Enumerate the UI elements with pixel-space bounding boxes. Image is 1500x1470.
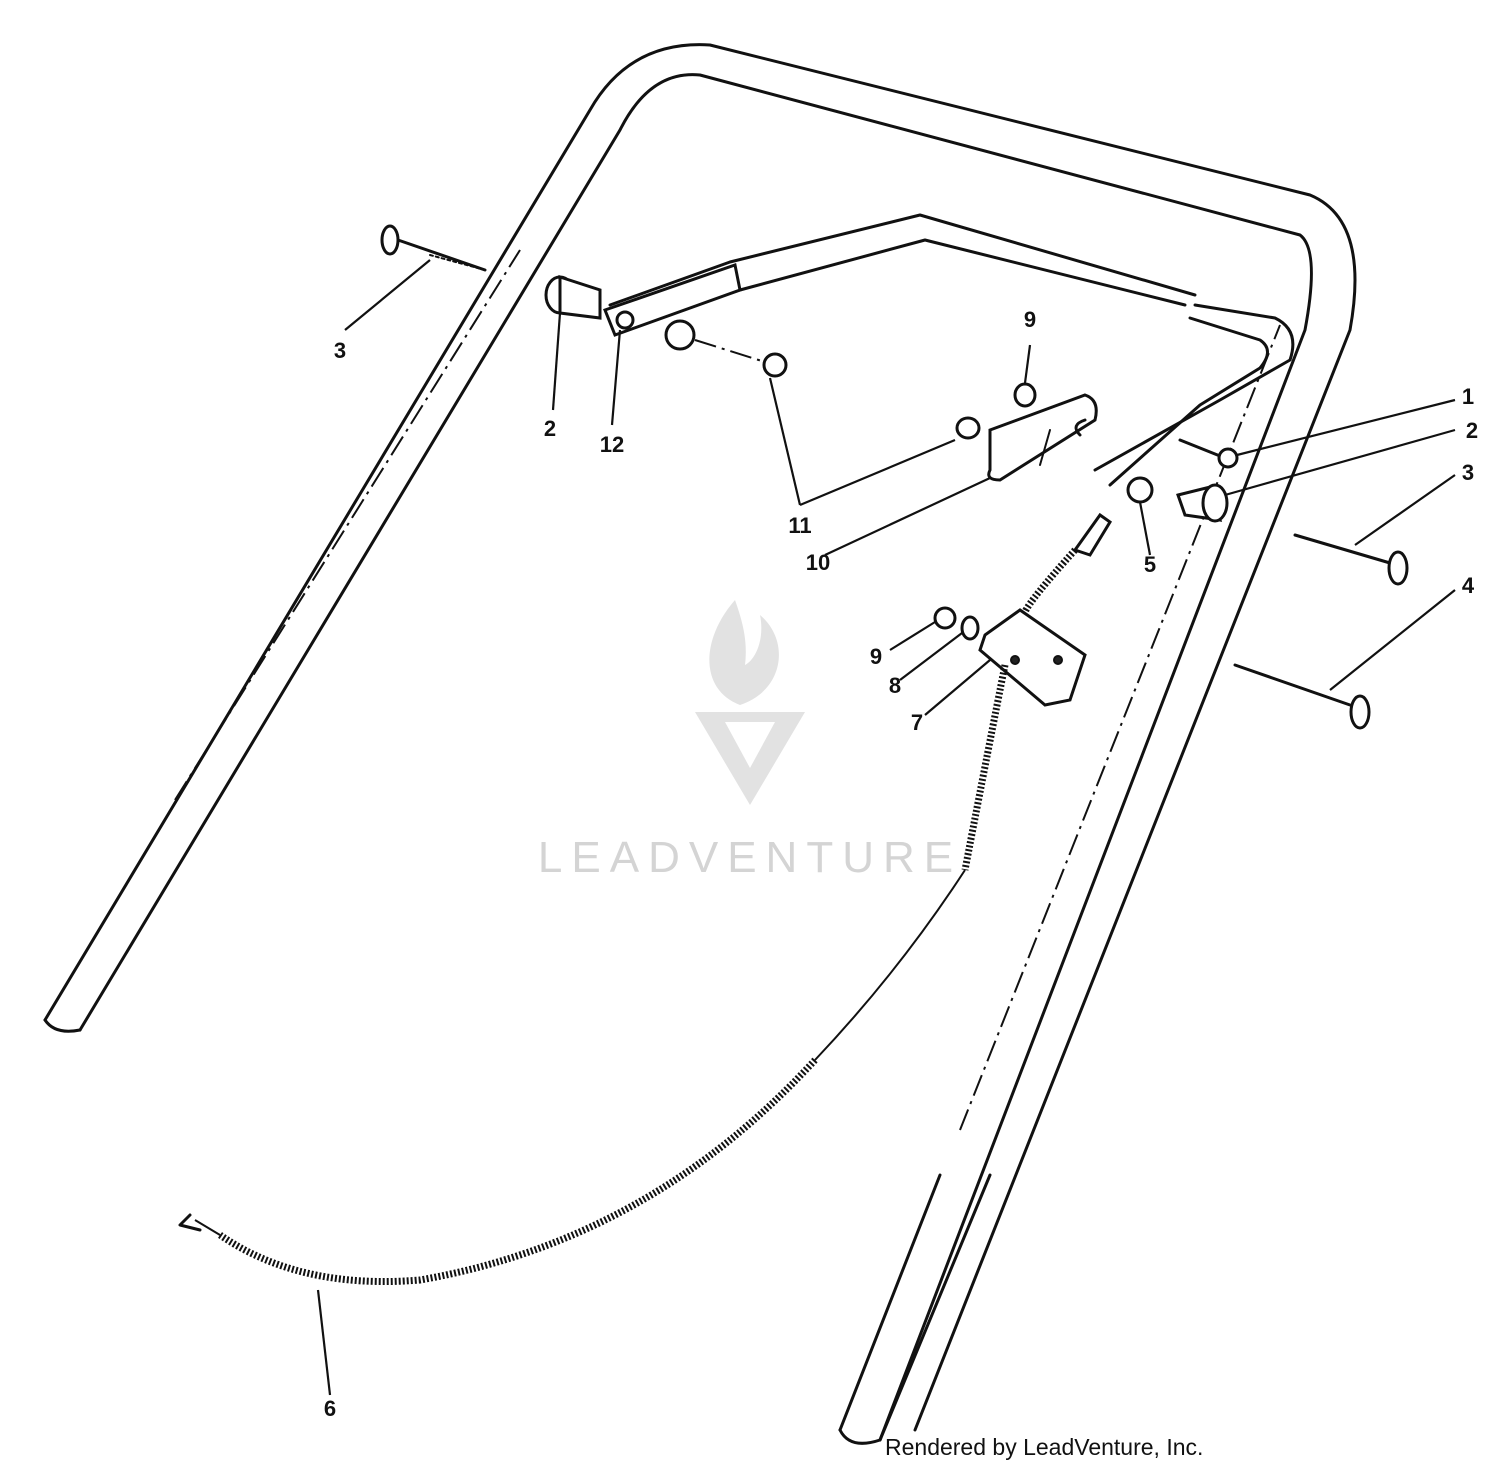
v-logo-icon	[695, 712, 805, 805]
callout-6: 6	[324, 1396, 336, 1421]
watermark-text: LEADVENTURE	[538, 833, 962, 882]
flame-logo-icon	[709, 600, 779, 705]
callout-11: 11	[788, 513, 811, 538]
control-cable	[178, 547, 1078, 1286]
leader-lines	[316, 259, 1456, 1396]
callout-3-right: 3	[1462, 460, 1474, 485]
render-credit: Rendered by LeadVenture, Inc.	[885, 1434, 1203, 1460]
callout-10: 10	[806, 550, 830, 575]
callout-2-left: 2	[544, 416, 556, 441]
callout-1: 1	[1462, 384, 1474, 409]
callout-9-lower: 9	[870, 644, 882, 669]
hardware-parts	[380, 224, 1409, 730]
callout-9-upper: 9	[1024, 307, 1036, 332]
callout-2-right: 2	[1466, 418, 1478, 443]
main-handle-frame	[43, 43, 1357, 1445]
callout-5: 5	[1144, 552, 1156, 577]
callouts: 1 2 2 3 3 4 5 6 7 8 9 9 10 11 12	[324, 307, 1478, 1421]
callout-3-left: 3	[334, 338, 346, 363]
callout-8: 8	[889, 673, 901, 698]
watermark: LEADVENTURE	[538, 600, 962, 882]
callout-7: 7	[911, 710, 923, 735]
control-bail	[603, 213, 1295, 487]
callout-4: 4	[1462, 573, 1475, 598]
callout-12: 12	[600, 432, 624, 457]
